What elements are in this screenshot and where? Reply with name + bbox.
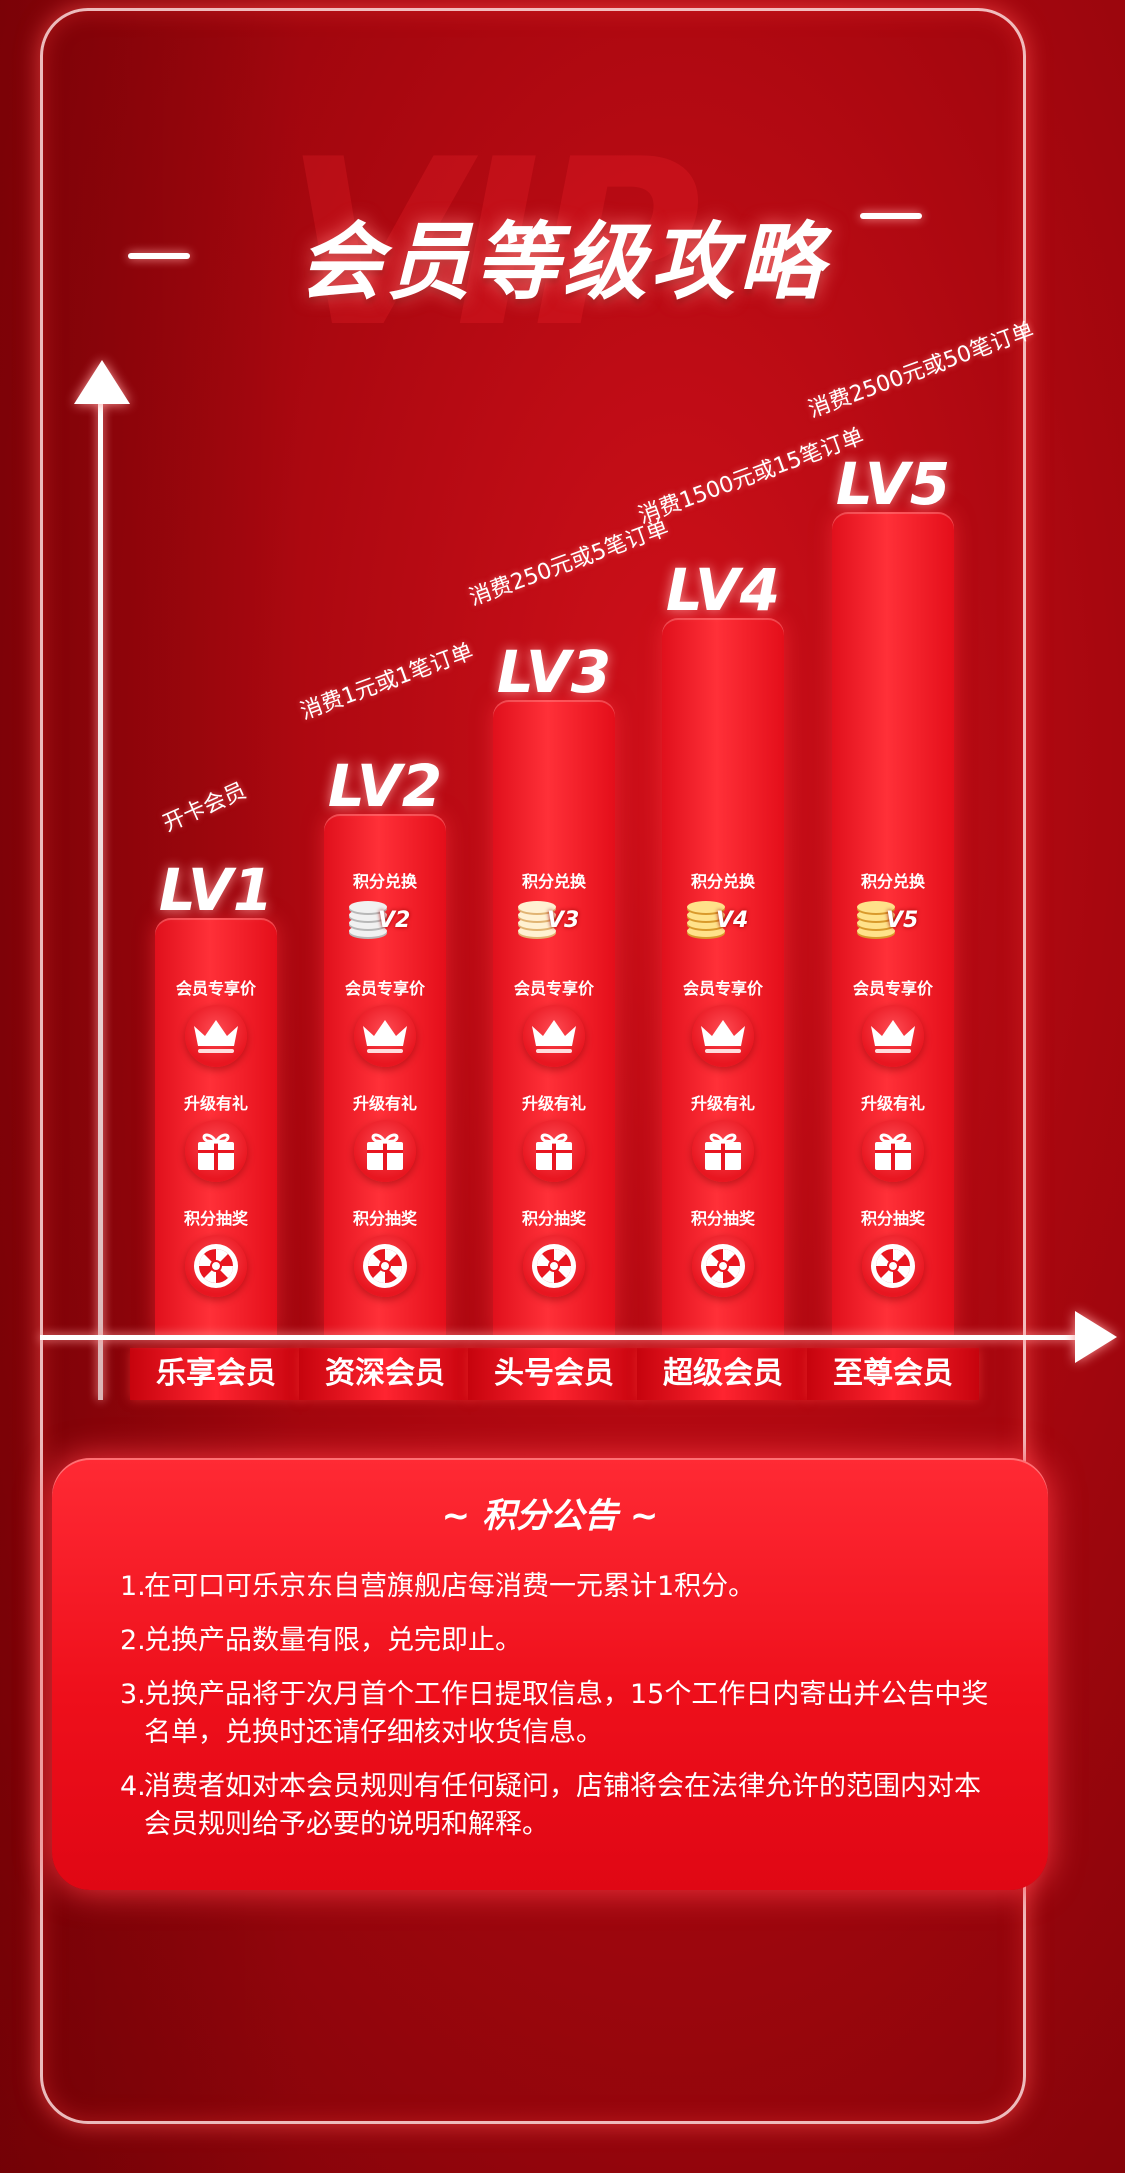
- y-axis-arrow: [74, 360, 130, 404]
- level-name: LV2: [327, 752, 443, 820]
- level-name: LV4: [665, 556, 781, 624]
- tier-label: 乐享会员: [130, 1348, 302, 1400]
- gift-icon: [354, 1120, 416, 1182]
- tier-label: 头号会员: [468, 1348, 640, 1400]
- wheel-icon: [185, 1235, 247, 1297]
- title-dash-right: [860, 213, 922, 219]
- level-name: LV3: [496, 638, 612, 706]
- feature-label: 升级有礼: [690, 1094, 755, 1113]
- tier-label: 资深会员: [299, 1348, 471, 1400]
- feature-label: 升级有礼: [521, 1094, 586, 1113]
- gift-icon: [862, 1120, 924, 1182]
- points-badge: V4: [716, 908, 749, 933]
- feature-label: 升级有礼: [352, 1094, 417, 1113]
- crown-icon: [185, 1005, 247, 1067]
- points-badge: V5: [886, 908, 919, 933]
- notice-item: 2. 兑换产品数量有限，兑完即止。: [120, 1622, 1000, 1660]
- feature-label: 会员专享价: [513, 979, 594, 998]
- level-name: LV5: [835, 450, 951, 518]
- gift-icon: [185, 1120, 247, 1182]
- feature-label: 积分抽奖: [183, 1209, 248, 1228]
- feature-label: 会员专享价: [175, 979, 256, 998]
- feature-label: 会员专享价: [852, 979, 933, 998]
- level-bar-4: [662, 618, 784, 1335]
- notice-item: 4. 消费者如对本会员规则有任何疑问，店铺将会在法律允许的范围内对本会员规则给予…: [120, 1768, 1000, 1844]
- crown-icon: [692, 1005, 754, 1067]
- notice-num: 1.: [120, 1571, 146, 1602]
- crown-icon: [862, 1005, 924, 1067]
- x-axis: [40, 1335, 1080, 1340]
- coin-stack-icon: V5: [854, 896, 934, 946]
- feature-label: 积分抽奖: [521, 1209, 586, 1228]
- coin-stack-icon: V2: [346, 896, 426, 946]
- feature-label: 会员专享价: [682, 979, 763, 998]
- feature-label: 会员专享价: [344, 979, 425, 998]
- notice-item: 3. 兑换产品将于次月首个工作日提取信息，15个工作日内寄出并公告中奖名单，兑换…: [120, 1676, 1000, 1752]
- x-axis-arrow: [1075, 1311, 1117, 1363]
- y-axis: [98, 400, 103, 1400]
- feature-label: 升级有礼: [860, 1094, 925, 1113]
- feature-label: 积分抽奖: [690, 1209, 755, 1228]
- notice-text: 兑换产品将于次月首个工作日提取信息，15个工作日内寄出并公告中奖名单，兑换时还请…: [144, 1679, 989, 1748]
- crown-icon: [523, 1005, 585, 1067]
- notice-title: ~ 积分公告 ~: [441, 1496, 659, 1536]
- notice-text: 兑换产品数量有限，兑完即止。: [144, 1625, 522, 1656]
- coin-stack-icon: V3: [515, 896, 595, 946]
- notice-text: 消费者如对本会员规则有任何疑问，店铺将会在法律允许的范围内对本会员规则给予必要的…: [144, 1771, 981, 1840]
- points-label: 积分兑换: [521, 872, 586, 891]
- feature-label: 升级有礼: [183, 1094, 248, 1113]
- wheel-icon: [354, 1235, 416, 1297]
- feature-label: 积分抽奖: [860, 1209, 925, 1228]
- title-dash-left: [128, 253, 190, 259]
- notice-item: 1. 在可口可乐京东自营旗舰店每消费一元累计1积分。: [120, 1568, 1000, 1606]
- notice-panel: ~ 积分公告 ~ 1. 在可口可乐京东自营旗舰店每消费一元累计1积分。 2. 兑…: [52, 1458, 1048, 1890]
- notice-num: 3.: [120, 1679, 146, 1710]
- gift-icon: [692, 1120, 754, 1182]
- vip-watermark: VIP: [285, 111, 701, 378]
- page-title: 会员等级攻略: [298, 213, 827, 311]
- gift-icon: [523, 1120, 585, 1182]
- wheel-icon: [523, 1235, 585, 1297]
- points-label: 积分兑换: [690, 872, 755, 891]
- level-name: LV1: [158, 856, 274, 924]
- notice-num: 2.: [120, 1625, 146, 1656]
- notice-text: 在可口可乐京东自营旗舰店每消费一元累计1积分。: [144, 1571, 756, 1602]
- wheel-icon: [862, 1235, 924, 1297]
- points-badge: V3: [547, 908, 580, 933]
- tier-label: 至尊会员: [807, 1348, 979, 1400]
- points-badge: V2: [378, 908, 411, 933]
- coin-stack-icon: V4: [684, 896, 764, 946]
- points-label: 积分兑换: [860, 872, 925, 891]
- crown-icon: [354, 1005, 416, 1067]
- notice-num: 4.: [120, 1771, 146, 1802]
- points-label: 积分兑换: [352, 872, 417, 891]
- wheel-icon: [692, 1235, 754, 1297]
- glow-frame: [40, 8, 1026, 2124]
- feature-label: 积分抽奖: [352, 1209, 417, 1228]
- tier-label: 超级会员: [637, 1348, 809, 1400]
